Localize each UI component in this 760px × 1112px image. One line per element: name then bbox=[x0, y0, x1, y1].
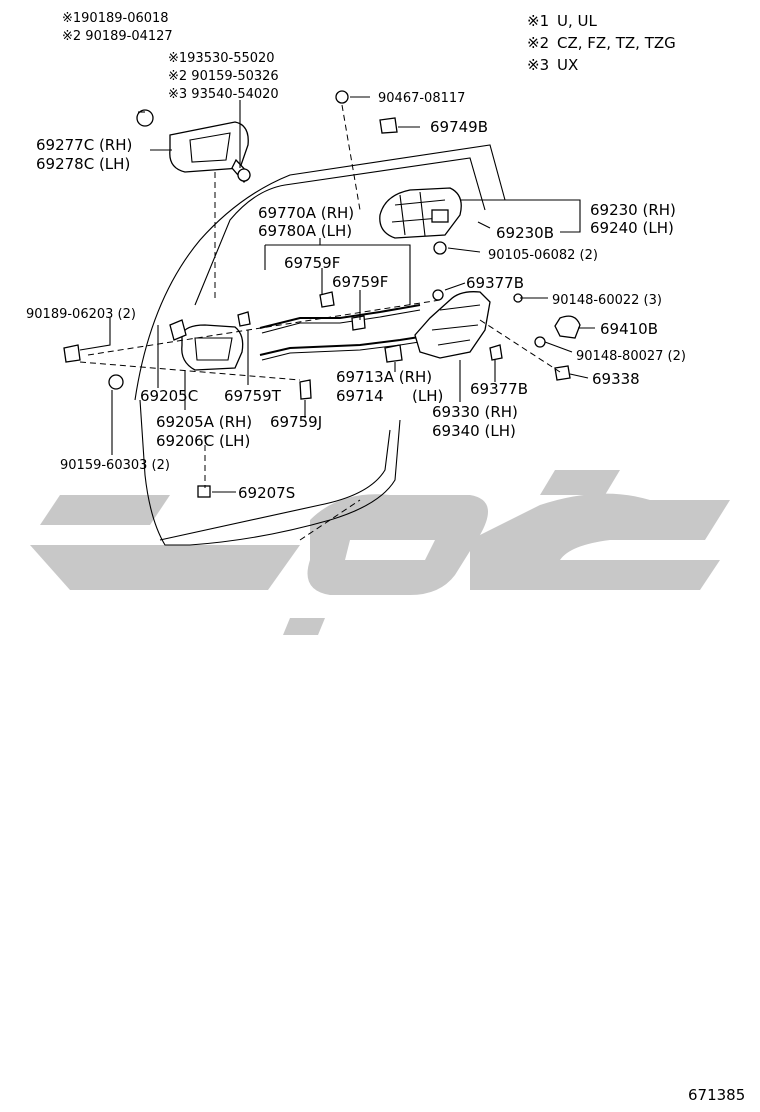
part-label: 69410B bbox=[600, 320, 658, 338]
part-label: ※190189-06018 bbox=[62, 11, 169, 26]
part-label: 69338 bbox=[592, 370, 640, 388]
part-label: 69277C (RH) bbox=[36, 136, 132, 154]
part-label: 69205A (RH) bbox=[156, 413, 252, 431]
part-label: 69230 (RH) bbox=[590, 201, 676, 219]
legend: ※1 U, UL ※2 CZ, FZ, TZ, TZG ※3 UX bbox=[527, 12, 676, 74]
legend-item-1-mark: ※1 bbox=[527, 12, 549, 30]
part-label: 90159-60303 (2) bbox=[60, 458, 170, 473]
part-label: 90148-80027 (2) bbox=[576, 349, 686, 364]
part-label: 69205C bbox=[140, 387, 198, 405]
part-label: 69240 (LH) bbox=[590, 219, 674, 237]
door-frame bbox=[134, 144, 506, 546]
legend-item-2-text: CZ, FZ, TZ, TZG bbox=[557, 34, 676, 52]
diagram-id: 671385 bbox=[688, 1086, 745, 1104]
legend-item-3-text: UX bbox=[557, 56, 578, 74]
legend-item-2-mark: ※2 bbox=[527, 34, 549, 52]
part-label: 69278C (LH) bbox=[36, 155, 130, 173]
part-label: 69759T bbox=[224, 387, 282, 405]
legend-item-1-text: U, UL bbox=[557, 12, 597, 30]
part-label: 69330 (RH) bbox=[432, 403, 518, 421]
legend-item-3-mark: ※3 bbox=[527, 56, 549, 74]
part-label: 69759F bbox=[332, 273, 388, 291]
part-label: 90467-08117 bbox=[378, 91, 465, 106]
inside-handle-bezel-part bbox=[136, 109, 251, 183]
watermark-logo bbox=[30, 470, 730, 635]
rods bbox=[259, 304, 433, 361]
part-label: ※2 90189-04127 bbox=[62, 29, 173, 44]
part-label: 90105-06082 (2) bbox=[488, 248, 598, 263]
part-label: ※2 90159-50326 bbox=[168, 69, 279, 84]
part-label: 69780A (LH) bbox=[258, 222, 352, 240]
part-label: 69714 bbox=[336, 387, 384, 405]
inside-handle-part bbox=[169, 311, 251, 371]
part-label: ※3 93540-54020 bbox=[168, 87, 279, 102]
part-label: (LH) bbox=[412, 387, 443, 405]
part-label: 69759J bbox=[270, 413, 322, 431]
door-lock-part bbox=[384, 289, 581, 381]
part-label: 69713A (RH) bbox=[336, 368, 432, 386]
part-labels: ※190189-06018 ※2 90189-04127 ※193530-550… bbox=[26, 11, 686, 502]
part-label: 69340 (LH) bbox=[432, 422, 516, 440]
part-label: 69749B bbox=[430, 118, 488, 136]
left-clips bbox=[63, 291, 366, 498]
outside-handle-part bbox=[379, 187, 462, 255]
part-label: 69377B bbox=[466, 274, 524, 292]
clip-part bbox=[335, 90, 398, 134]
part-label: 69759F bbox=[284, 254, 340, 272]
leader-lines bbox=[79, 96, 595, 493]
part-label: 69230B bbox=[496, 224, 554, 242]
part-label: 69377B bbox=[470, 380, 528, 398]
part-label: 90148-60022 (3) bbox=[552, 293, 662, 308]
part-label: ※193530-55020 bbox=[168, 51, 275, 66]
part-label: 69770A (RH) bbox=[258, 204, 354, 222]
part-label: 90189-06203 (2) bbox=[26, 307, 136, 322]
part-label: 69207S bbox=[238, 484, 295, 502]
part-label: 69206C (LH) bbox=[156, 432, 250, 450]
